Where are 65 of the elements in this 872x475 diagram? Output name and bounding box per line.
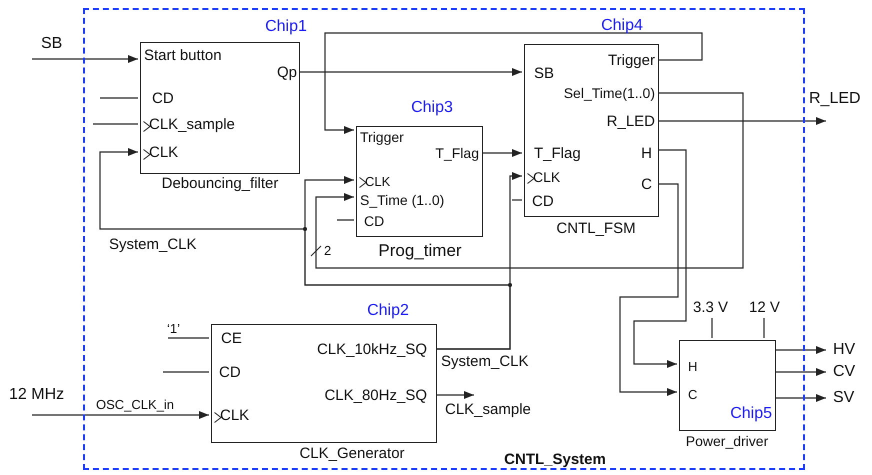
arrow — [657, 117, 826, 125]
pin-label: Sel_Time(1..0) — [564, 86, 655, 102]
pin-label: CD — [219, 365, 241, 382]
arrow — [32, 55, 138, 63]
edge-label: System_CLK — [108, 237, 198, 254]
connector-line — [168, 337, 209, 339]
connector-line — [763, 318, 765, 338]
pin-label: CD — [532, 194, 554, 210]
chip-label: Chip2 — [367, 302, 409, 320]
pin-label: Start button — [144, 48, 222, 64]
connector-line — [512, 199, 522, 201]
chip-label: Chip3 — [411, 99, 453, 117]
chip-label: Chip4 — [601, 17, 643, 35]
arrow — [298, 68, 522, 76]
pin-label: T_Flag — [435, 146, 479, 162]
edge-label: R_LED — [808, 90, 862, 108]
pin-label: CLK — [149, 145, 178, 162]
block-name: Prog_timer — [378, 242, 462, 261]
pin-label: H — [641, 146, 652, 162]
block-name: CNTL_FSM — [556, 221, 636, 238]
pin-label: Qp — [276, 65, 297, 82]
pin-label: CLK — [220, 408, 250, 424]
pin-label: C — [641, 177, 652, 194]
connector-line — [711, 318, 713, 338]
pin-label: CD — [364, 214, 384, 230]
block-name: Power_driver — [686, 434, 768, 450]
pin-label: CE — [221, 331, 242, 348]
chip-label: Chip1 — [265, 18, 307, 36]
edge-label: CLK_sample — [444, 402, 532, 418]
pin-label: Trigger — [608, 53, 655, 70]
arrow — [774, 368, 826, 376]
chip-label: Chip5 — [730, 405, 772, 423]
pin-label: CLK — [365, 175, 390, 190]
arrow — [324, 32, 703, 134]
arrow — [32, 411, 209, 419]
pin-label: SB — [534, 66, 554, 82]
pin-label: Trigger — [360, 130, 404, 146]
pin-label: CLK_sample — [149, 117, 235, 134]
arrow — [481, 149, 522, 157]
connector-line — [93, 123, 138, 125]
edge-label: System_CLK — [440, 354, 530, 370]
arrow — [315, 92, 744, 269]
pin-label: CLK_80Hz_SQ — [324, 388, 427, 404]
system-boundary — [83, 8, 805, 470]
pin-label: T_Flag — [534, 146, 581, 162]
block-name: CLK_Generator — [299, 446, 405, 462]
connector-line — [337, 219, 354, 221]
pin-label: H — [688, 360, 698, 374]
arrow — [619, 183, 679, 396]
connector-line — [163, 371, 209, 373]
pin-label: CLK_10kHz_SQ — [316, 342, 427, 358]
connector-line — [100, 97, 138, 99]
block-name: Debouncing_filter — [162, 176, 278, 192]
arrow — [435, 391, 474, 399]
arrow — [633, 149, 687, 368]
pin-label: CLK — [533, 170, 560, 186]
arrow — [774, 394, 826, 402]
edge-label: OSC_CLK_in — [95, 398, 176, 412]
pin-label: S_Time (1..0) — [360, 193, 444, 208]
arrow — [435, 172, 522, 350]
pin-label: CD — [152, 91, 174, 108]
arrow — [774, 346, 826, 354]
pin-label: R_LED — [606, 114, 655, 130]
pin-label: C — [688, 388, 698, 402]
group-title: CNTL_System — [504, 452, 606, 468]
